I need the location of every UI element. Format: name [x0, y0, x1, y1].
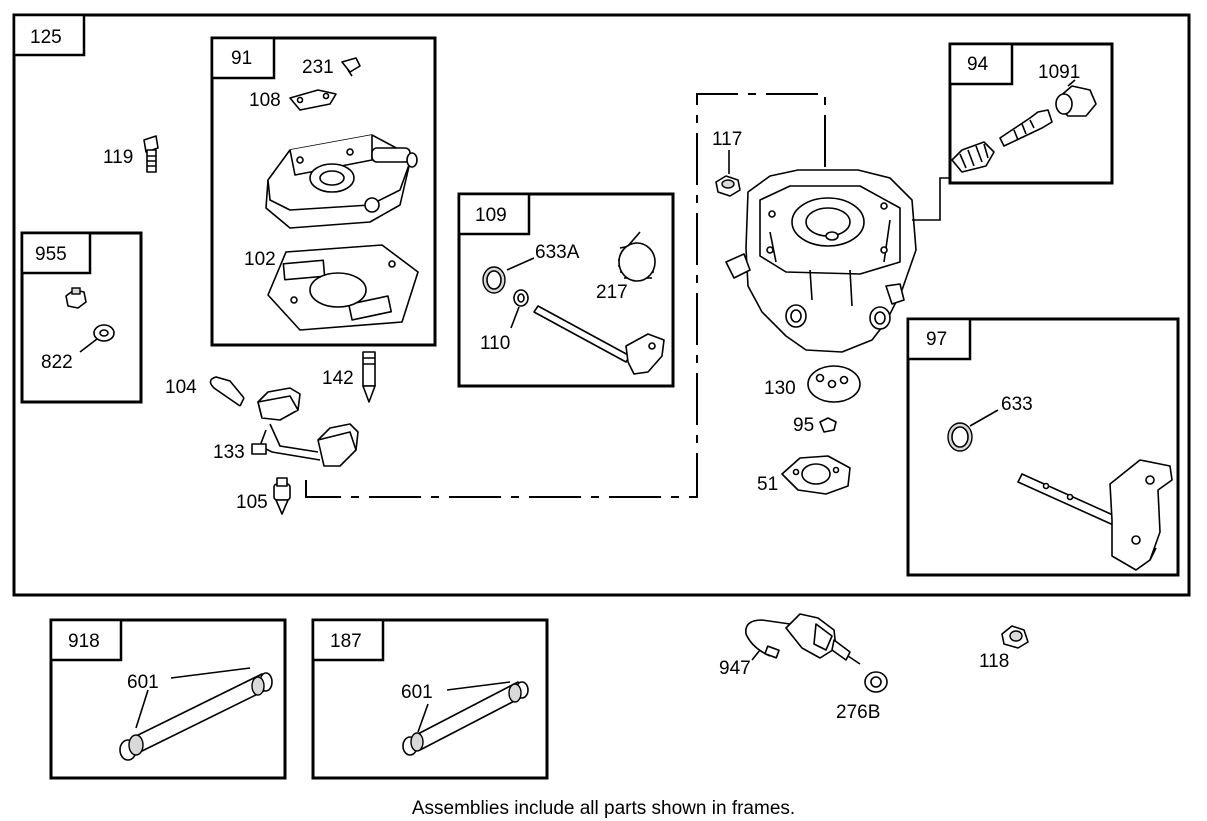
callout-117: 117	[712, 129, 742, 150]
needle-142-part	[362, 351, 376, 403]
needle-screw-part	[951, 109, 1053, 173]
callout-119: 119	[103, 147, 133, 168]
bushing-633A-part	[482, 266, 506, 294]
screw-119-part	[143, 135, 159, 173]
frame-tag-918: 918	[49, 618, 123, 662]
spring-217-part	[617, 231, 656, 282]
assembly-leader-line	[305, 93, 826, 498]
svg-text:918: 918	[68, 631, 100, 652]
callout-95: 95	[793, 415, 814, 436]
washer-822-part	[93, 324, 115, 342]
callout-947: 947	[719, 658, 751, 679]
frame-109	[457, 192, 675, 388]
callout-110: 110	[480, 333, 510, 354]
frame-tag-109: 109	[457, 192, 531, 236]
frame-tag-955: 955	[20, 231, 92, 275]
washer-276B-part	[864, 671, 888, 693]
carb-top-body-part	[265, 134, 418, 229]
frame-94	[948, 42, 1114, 185]
float-133-part	[251, 387, 359, 467]
frame-918	[49, 618, 287, 780]
svg-text:94: 94	[967, 54, 989, 75]
callout-601-left: 601	[127, 672, 159, 693]
washer-110-part	[513, 289, 529, 307]
frame-tag-91: 91	[210, 36, 276, 80]
drain-plug-part	[65, 287, 87, 309]
callout-130: 130	[764, 378, 796, 399]
carburetor-body-part	[725, 169, 917, 353]
callout-231: 231	[302, 57, 334, 78]
frame-187	[311, 618, 549, 780]
callout-51: 51	[757, 474, 778, 495]
svg-text:91: 91	[231, 48, 252, 69]
cap-1091-part	[1055, 85, 1097, 117]
callout-118: 118	[979, 651, 1009, 672]
callout-217: 217	[596, 282, 628, 303]
svg-text:109: 109	[475, 205, 507, 226]
footnote: Assemblies include all parts shown in fr…	[411, 798, 796, 819]
frame-tag-125: 125	[12, 13, 86, 57]
callout-1091: 1091	[1038, 62, 1080, 83]
throttle-shaft-part	[1017, 459, 1173, 571]
frame-94-leader	[912, 177, 950, 221]
callout-108: 108	[249, 90, 281, 111]
bushing-633-part	[947, 422, 973, 452]
frame-tag-94: 94	[948, 42, 1014, 86]
valve-105-part	[273, 477, 291, 515]
callout-633: 633	[1001, 394, 1033, 415]
plate-130-part	[807, 365, 861, 403]
screw-95-part	[819, 417, 837, 433]
clip-104-part	[209, 376, 245, 407]
svg-text:187: 187	[330, 631, 362, 652]
fuel-line-918-part	[119, 672, 273, 761]
gasket-108-part	[289, 89, 337, 111]
callout-133: 133	[213, 442, 245, 463]
shaft-part	[533, 305, 665, 375]
svg-text:955: 955	[35, 244, 67, 265]
plug-118-part	[1001, 625, 1029, 649]
frame-91	[210, 36, 437, 347]
svg-text:125: 125	[30, 27, 62, 48]
screw-231-part	[341, 57, 361, 77]
gasket-102-part	[267, 244, 419, 331]
callout-102: 102	[244, 249, 276, 270]
frame-125	[12, 13, 1191, 597]
callout-633A: 633A	[535, 242, 580, 263]
callout-142: 142	[322, 368, 354, 389]
plug-117-part	[715, 175, 741, 197]
frame-tag-97: 97	[906, 317, 972, 361]
fuel-line-187-part	[402, 681, 529, 756]
frame-97	[906, 317, 1180, 577]
solenoid-947-part	[745, 613, 861, 665]
svg-text:97: 97	[926, 329, 947, 350]
frame-tag-187: 187	[311, 618, 385, 662]
gasket-51-part	[781, 455, 851, 495]
callout-601-right: 601	[401, 682, 433, 703]
callout-105: 105	[236, 492, 268, 513]
callout-104: 104	[165, 377, 197, 398]
callout-822: 822	[41, 352, 73, 373]
callout-276B: 276B	[836, 702, 880, 723]
